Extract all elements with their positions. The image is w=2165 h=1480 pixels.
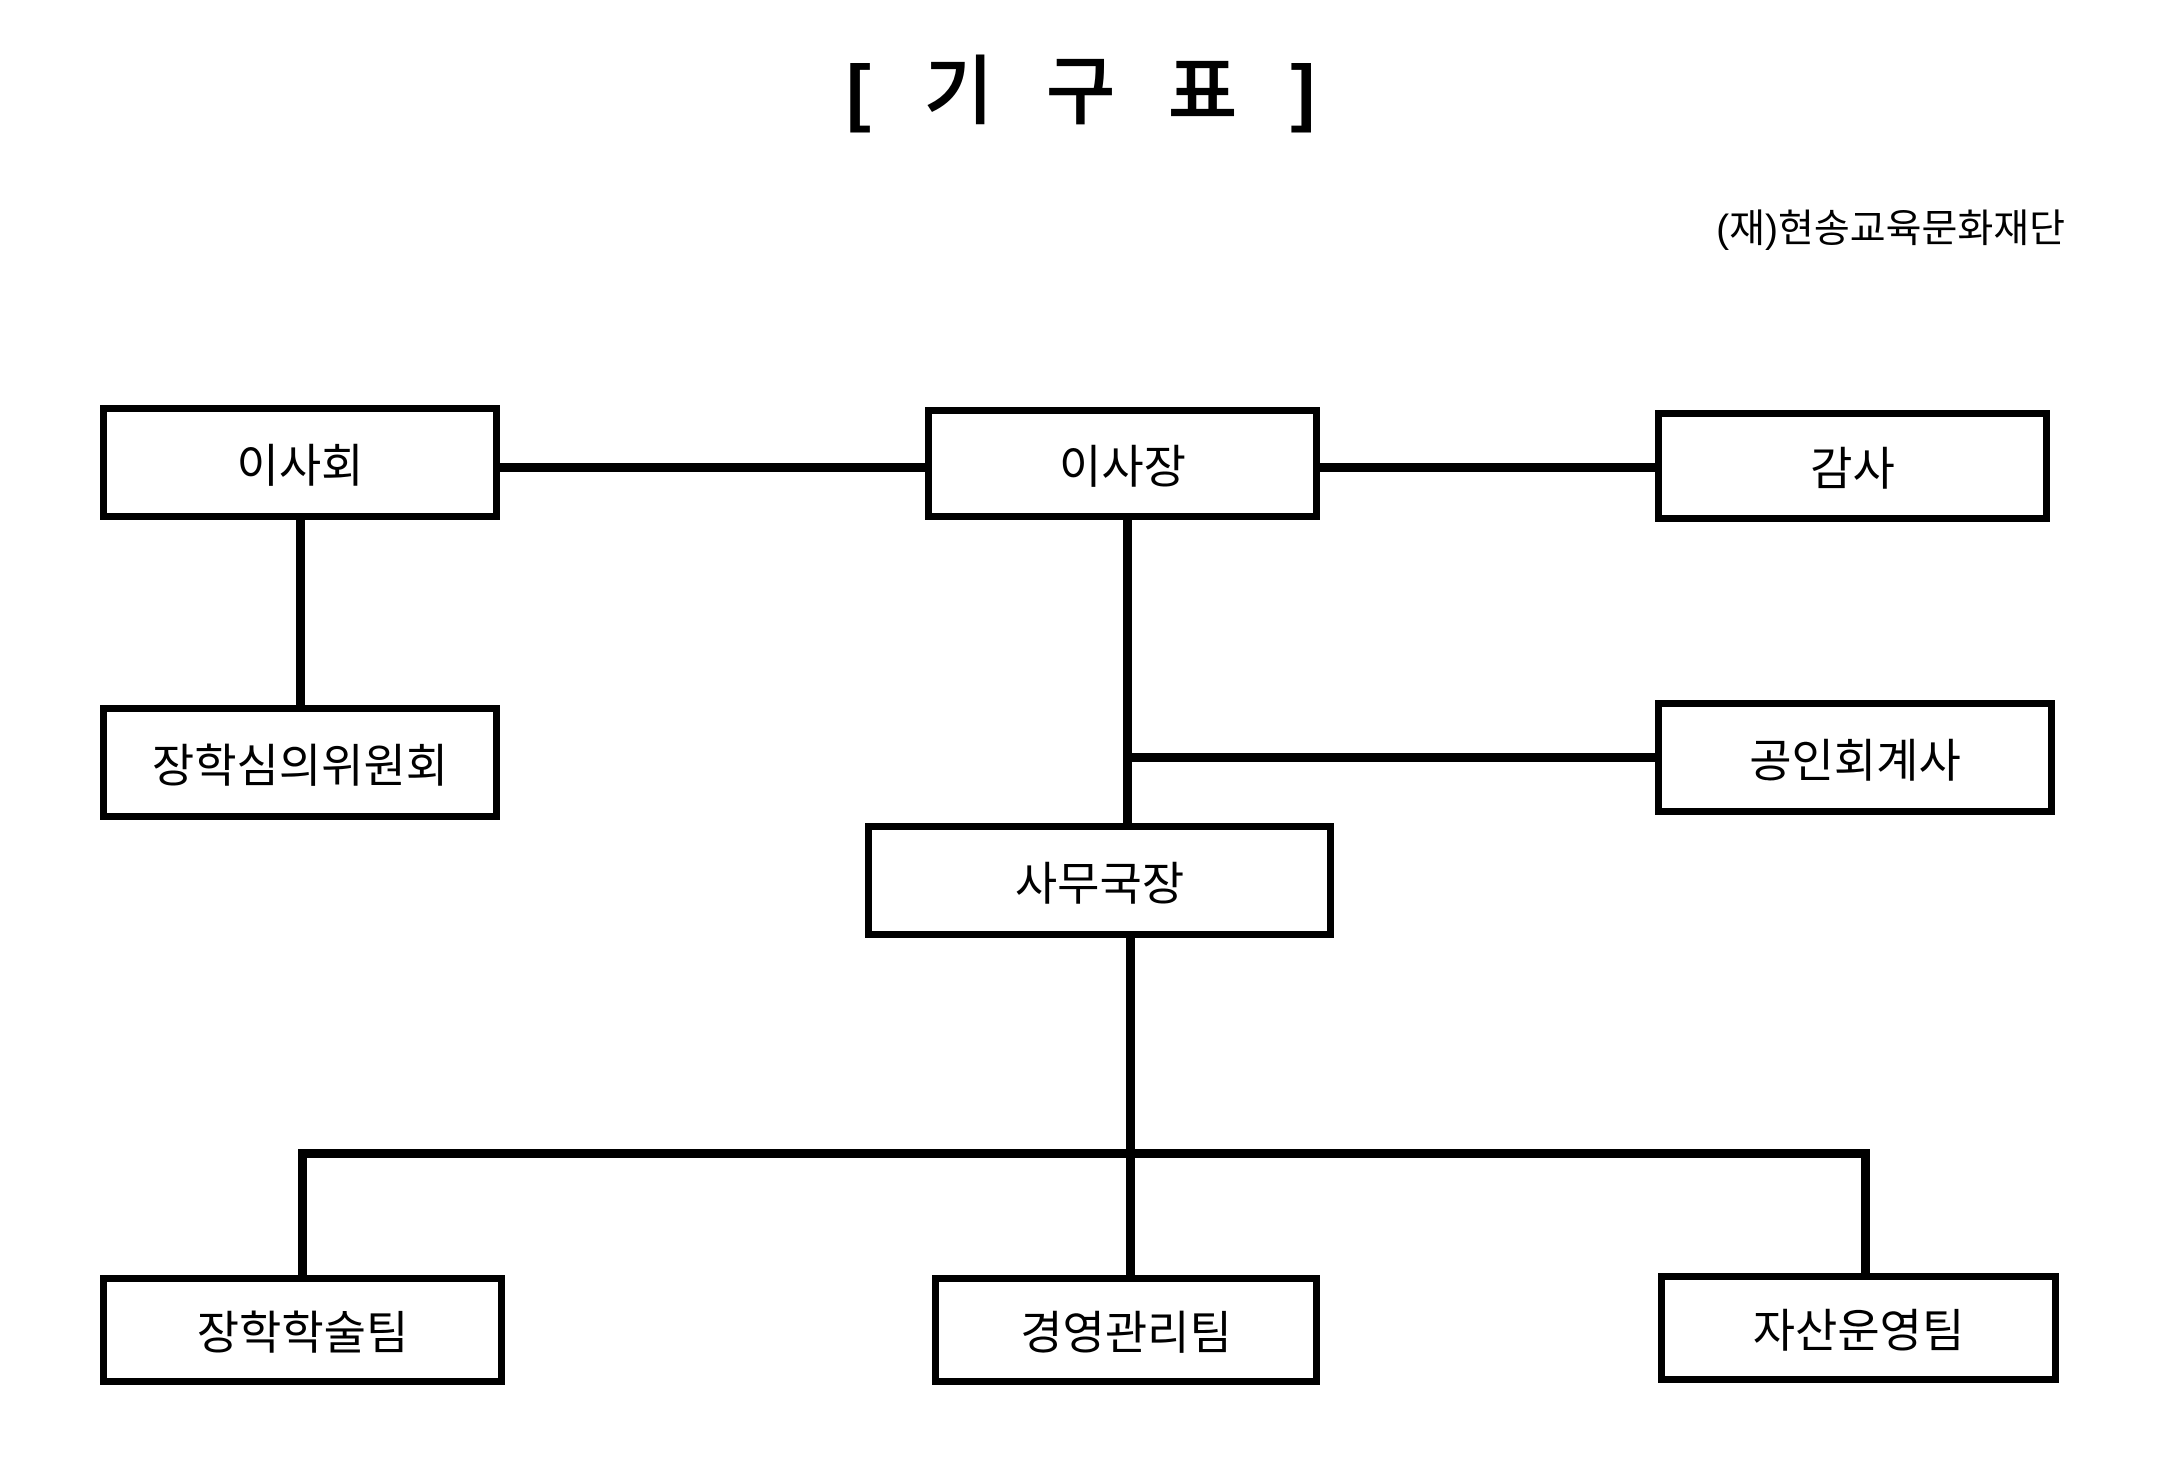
node-label: 공인회계사 — [1749, 734, 1961, 787]
org-node-auditor: 감사 — [1655, 410, 2050, 522]
connector-secretary-teams — [1126, 936, 1135, 1278]
connector-chairman-auditor — [1320, 463, 1655, 472]
org-node-team-management: 경영관리팀 — [932, 1275, 1320, 1385]
node-label: 이사장 — [1059, 440, 1186, 493]
node-label: 경영관리팀 — [1020, 1307, 1232, 1359]
connector-drop-team-asset — [1861, 1153, 1870, 1276]
connector-drop-team-scholarship — [298, 1153, 307, 1278]
org-node-cpa: 공인회계사 — [1655, 700, 2055, 815]
org-node-team-asset: 자산운영팀 — [1658, 1273, 2059, 1383]
org-name: (재)현송교육문화재단 — [1716, 208, 2065, 251]
org-node-board: 이사회 — [100, 405, 500, 520]
node-label: 장학학술팀 — [196, 1307, 409, 1359]
node-label: 감사 — [1810, 443, 1895, 495]
page-title: [ 기 구 표 ] — [846, 50, 1319, 133]
connector-teams-distribution — [298, 1149, 1870, 1158]
connector-chairman-cpa — [1123, 753, 1655, 762]
connector-chairman-secretary — [1123, 518, 1132, 826]
org-node-chairman: 이사장 — [925, 407, 1320, 520]
org-node-secretary-general: 사무국장 — [865, 823, 1334, 938]
connector-board-chairman — [500, 463, 925, 472]
connector-board-committee — [296, 518, 305, 708]
node-label: 사무국장 — [1014, 857, 1185, 910]
org-node-scholarship-committee: 장학심의위원회 — [100, 705, 500, 820]
node-label: 이사회 — [236, 439, 364, 492]
node-label: 자산운영팀 — [1752, 1305, 1965, 1357]
org-node-team-scholarship: 장학학술팀 — [100, 1275, 505, 1385]
node-label: 장학심의위원회 — [151, 739, 449, 792]
